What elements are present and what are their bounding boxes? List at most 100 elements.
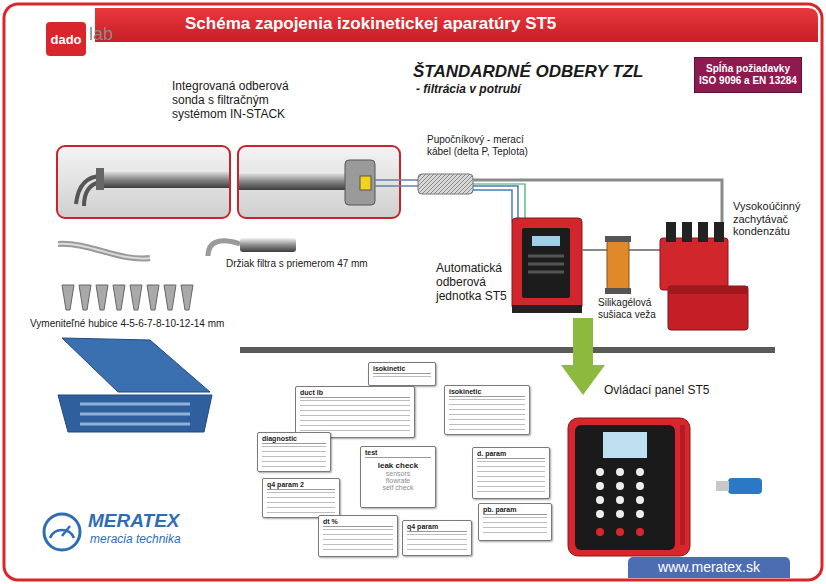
section-subheading: - filtrácia v potrubí (416, 83, 616, 97)
usb-stick (728, 478, 762, 494)
probe-head (345, 160, 375, 205)
nozzle-set (62, 285, 193, 310)
screen-lines (477, 461, 545, 494)
header-band (95, 8, 818, 42)
screen-box: d. param (472, 447, 550, 499)
probe-photo (57, 146, 230, 218)
node-text: self check (365, 484, 431, 491)
usb-plug (716, 481, 729, 491)
tower-cap (605, 288, 631, 294)
node-text: flowrate (365, 477, 431, 484)
probe-tube (100, 170, 229, 188)
case-insert (80, 404, 190, 424)
condensate-box (660, 238, 728, 290)
node-text: Spĺňa požiadavky ISO 9096 a EN 13284 (699, 63, 797, 87)
screen-box: isokinetic (444, 385, 530, 435)
screen-lines (262, 446, 326, 467)
url-box: www.meratex.sk (628, 557, 790, 578)
divider-bar (240, 347, 775, 353)
connector (360, 176, 371, 190)
bottle (666, 222, 676, 242)
screen-box: duct lb (295, 386, 415, 438)
cable (473, 184, 525, 220)
node-text: leak check (365, 461, 431, 470)
cable (375, 180, 418, 186)
probe-joint (96, 168, 104, 190)
node-text: www.meratex.sk (628, 559, 790, 575)
control-panel (568, 418, 690, 556)
screen-lines (300, 400, 410, 433)
node-text: isokinetic (373, 365, 431, 374)
node-text: dt % (323, 518, 393, 527)
silica-tower (607, 240, 629, 290)
probe-photo (238, 146, 400, 218)
node-text: test (365, 449, 431, 458)
node-text: dado (50, 32, 81, 47)
probe-tube (239, 172, 347, 190)
cable (473, 186, 518, 222)
screen-box: pb. param (478, 503, 552, 541)
screen-lines (323, 529, 393, 552)
cooler-lid (668, 286, 748, 294)
node-text: duct lb (300, 389, 410, 398)
nozzle-case-lid (62, 338, 210, 392)
unit-base (512, 305, 582, 313)
logo-gauge (50, 526, 74, 538)
bottle (682, 222, 692, 242)
node-text: pb. param (483, 506, 547, 515)
company-tagline: meracia technika (90, 533, 230, 547)
unit-front (522, 228, 570, 298)
filter-holder (208, 241, 240, 256)
nozzle-case (58, 395, 212, 432)
screen-lines (483, 517, 547, 536)
part-label: Pupočníkový - merací kábel (delta P, Tep… (427, 134, 545, 157)
logo-box: dado (46, 22, 86, 56)
screen-box: dt % (318, 515, 398, 557)
node-text: sensors (365, 470, 431, 477)
panel-screen (603, 432, 647, 458)
down-arrow (561, 318, 605, 395)
hose (473, 180, 722, 222)
screen-box: q4 param (402, 520, 472, 556)
bottle (698, 222, 708, 242)
title: Schéma zapojenia izokinetickej aparatúry… (185, 14, 556, 34)
keypad (596, 468, 644, 518)
umbilical-cable (418, 174, 473, 194)
screen-box: q4 param 2 (262, 478, 340, 518)
page-frame (4, 4, 822, 580)
part-label: Vysokoúčinný zachytávač kondenzátu (733, 200, 817, 238)
panel-buttons (596, 528, 644, 536)
node-text: isokinetic (449, 388, 525, 397)
logo-text: lab (89, 24, 129, 45)
part-label: Integrovaná odberová sonda s filtračným … (172, 80, 322, 121)
bottle (714, 222, 724, 242)
nozzle-tube (58, 244, 150, 259)
screen-lines (373, 376, 431, 381)
screen-lines (449, 399, 525, 430)
node-text: d. param (477, 450, 545, 459)
part-label: Ovládací panel ST5 (604, 384, 744, 398)
cooler-box (668, 286, 748, 330)
filter-holder (240, 238, 296, 252)
screen-box: isokinetic (368, 362, 436, 386)
screen-box: diagnostic (257, 432, 331, 472)
nozzle-tube (58, 244, 150, 259)
logo-gauge (44, 514, 80, 550)
panel-strip (680, 425, 685, 545)
company-name: MERATEX (88, 510, 228, 532)
part-label: Držiak filtra s priemerom 47 mm (226, 258, 416, 270)
part-label: Silikagélová sušiaca veža (598, 297, 666, 320)
unit-display (532, 236, 560, 246)
standard-badge: Spĺňa požiadavky ISO 9096 a EN 13284 (694, 57, 802, 93)
part-label: Vymeniteľné hubice 4-5-6-7-8-10-12-14 mm (30, 318, 240, 330)
sampling-unit (512, 218, 582, 310)
tower-cap (605, 236, 631, 242)
screen-lines (267, 492, 335, 513)
screen-lines (407, 534, 467, 551)
unit-keys (528, 256, 564, 272)
node-text: q4 param 2 (267, 481, 335, 490)
node-text: q4 param (407, 523, 467, 532)
node-text: diagnostic (262, 435, 326, 444)
screen-box: test leak checksensorsflowrateself check (360, 446, 436, 508)
panel-face (575, 425, 675, 550)
